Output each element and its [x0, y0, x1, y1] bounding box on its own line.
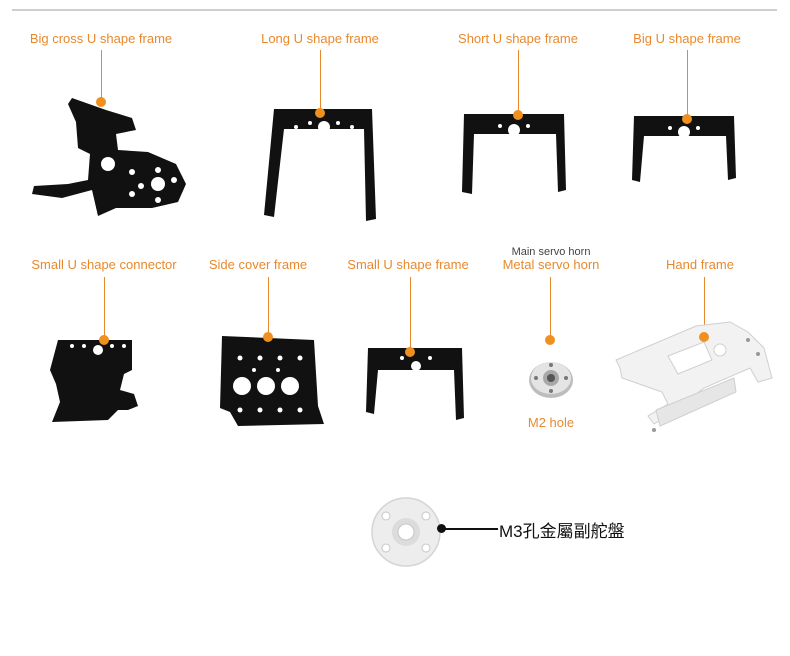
caption-leader-line: [441, 528, 498, 530]
metal-servo-horn-icon: [529, 362, 573, 398]
side-cover-frame-icon: [220, 336, 324, 426]
caption-m3-servo-horn: M3孔金屬副舵盤: [499, 522, 625, 541]
leader-side-cover-frame: [268, 277, 269, 337]
leader-small-u-connector: [104, 277, 105, 340]
label-side-cover-frame: Side cover frame: [208, 257, 308, 272]
top-divider: [12, 9, 777, 11]
sublabel-main-servo-horn: Main servo horn: [511, 246, 591, 258]
m3-servo-horn-icon: [371, 497, 441, 567]
marker-small-u-frame: [405, 347, 415, 357]
label-big-u-frame: Big U shape frame: [633, 31, 741, 46]
hand-frame-icon: [615, 321, 773, 432]
label-short-u-frame: Short U shape frame: [458, 31, 578, 46]
marker-small-u-connector: [99, 335, 109, 345]
leader-long-u-frame: [320, 50, 321, 113]
marker-big-u-frame: [682, 114, 692, 124]
leader-big-u-frame: [687, 50, 688, 119]
leader-short-u-frame: [518, 50, 519, 115]
label-long-u-frame: Long U shape frame: [261, 31, 379, 46]
label-big-cross-u-frame: Big cross U shape frame: [29, 31, 173, 46]
marker-metal-servo-horn: [545, 335, 555, 345]
short-u-frame-icon: [462, 114, 566, 194]
marker-hand-frame: [699, 332, 709, 342]
big-cross-u-frame-icon: [32, 98, 186, 216]
marker-side-cover-frame: [263, 332, 273, 342]
marker-long-u-frame: [315, 108, 325, 118]
small-u-connector-icon: [50, 340, 138, 422]
marker-short-u-frame: [513, 110, 523, 120]
label-hand-frame: Hand frame: [666, 257, 734, 272]
label-small-u-connector: Small U shape connector: [31, 257, 177, 272]
long-u-frame-icon: [264, 109, 376, 221]
caption-leader-dot: [437, 524, 446, 533]
small-u-frame-icon: [366, 348, 464, 420]
label-metal-servo-horn: Metal servo horn: [502, 257, 600, 272]
leader-hand-frame: [704, 277, 705, 337]
big-u-frame-icon: [632, 116, 736, 182]
label-small-u-frame: Small U shape frame: [347, 257, 469, 272]
marker-big-cross-u-frame: [96, 97, 106, 107]
leader-big-cross-u-frame: [101, 50, 102, 102]
leader-metal-servo-horn: [550, 277, 551, 340]
note-m2-hole: M2 hole: [527, 415, 575, 430]
leader-small-u-frame: [410, 277, 411, 352]
